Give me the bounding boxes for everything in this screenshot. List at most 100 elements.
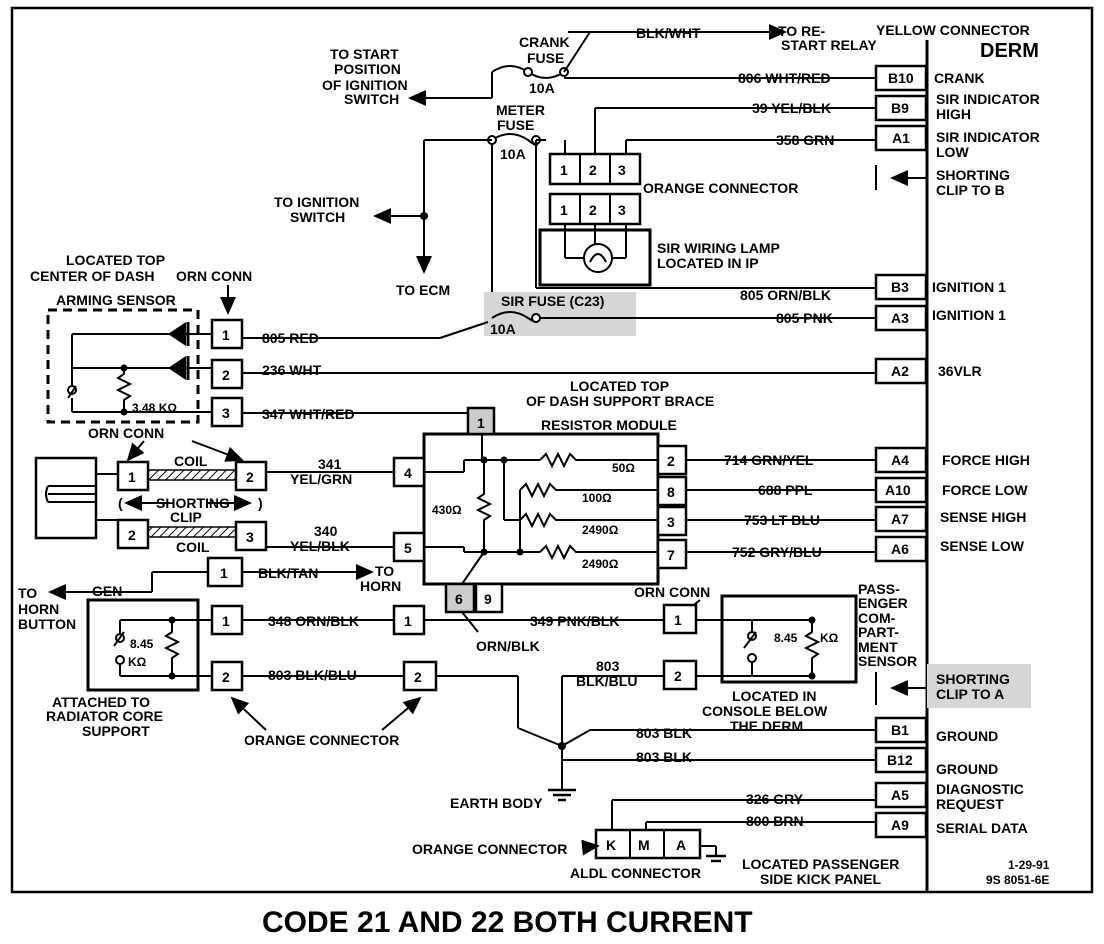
svg-text:SWITCH: SWITCH (344, 91, 399, 107)
svg-text:REQUEST: REQUEST (936, 796, 1004, 812)
svg-text:100Ω: 100Ω (582, 491, 612, 505)
svg-text:5: 5 (404, 540, 412, 556)
svg-text:7: 7 (667, 547, 675, 563)
svg-text:SIR INDICATOR: SIR INDICATOR (936, 91, 1040, 107)
svg-text:TO RE-: TO RE- (778, 23, 826, 39)
svg-text:1: 1 (560, 162, 568, 178)
svg-text:TO IGNITION: TO IGNITION (274, 194, 359, 210)
svg-text:800 BRN: 800 BRN (746, 813, 804, 829)
derm-pin: A2 (891, 363, 909, 379)
page-title: CODE 21 AND 22 BOTH CURRENT (262, 906, 753, 939)
derm-pin: A9 (891, 817, 909, 833)
svg-text:349 PNK/BLK: 349 PNK/BLK (530, 613, 619, 629)
svg-text:FORCE LOW: FORCE LOW (942, 482, 1028, 498)
derm-pin: A3 (891, 310, 909, 326)
svg-text:ORANGE CONNECTOR: ORANGE CONNECTOR (244, 732, 399, 748)
svg-text:10A: 10A (500, 146, 526, 162)
svg-text:3: 3 (618, 162, 626, 178)
svg-text:YEL/BLK: YEL/BLK (290, 538, 350, 554)
svg-text:SERIAL DATA: SERIAL DATA (936, 820, 1028, 836)
svg-text:HORN: HORN (18, 601, 59, 617)
svg-text:1: 1 (404, 613, 412, 629)
svg-text:3: 3 (618, 202, 626, 218)
svg-text:340: 340 (314, 523, 338, 539)
svg-text:1: 1 (128, 469, 136, 485)
svg-text:8.45: 8.45 (130, 637, 154, 651)
svg-text:FORCE HIGH: FORCE HIGH (942, 452, 1030, 468)
svg-text:803 BLK: 803 BLK (636, 725, 692, 741)
derm-pin: A6 (891, 541, 909, 557)
svg-text:3.48 KΩ: 3.48 KΩ (132, 401, 177, 415)
svg-text:RESISTOR MODULE: RESISTOR MODULE (541, 417, 677, 433)
svg-text:LOW: LOW (936, 144, 969, 160)
svg-text:2: 2 (128, 527, 136, 543)
svg-text:CRANK: CRANK (519, 34, 570, 50)
svg-text:OF IGNITION: OF IGNITION (322, 77, 408, 93)
revision-number: 9S 8051-6E (986, 873, 1049, 887)
derm-pin: A4 (891, 452, 909, 468)
svg-text:714 GRN/YEL: 714 GRN/YEL (724, 452, 814, 468)
svg-text:ORN/BLK: ORN/BLK (476, 638, 540, 654)
svg-text:ALDL CONNECTOR: ALDL CONNECTOR (570, 865, 701, 881)
svg-text:39 YEL/BLK: 39 YEL/BLK (752, 100, 831, 116)
svg-text:COIL: COIL (174, 453, 208, 469)
derm-pin: B12 (887, 752, 913, 768)
svg-text:ORANGE CONNECTOR: ORANGE CONNECTOR (412, 841, 567, 857)
svg-text:2: 2 (222, 367, 230, 383)
svg-text:805 RED: 805 RED (262, 330, 319, 346)
svg-text:6: 6 (455, 591, 463, 607)
svg-text:ATTACHED TO: ATTACHED TO (52, 694, 150, 710)
svg-text:PART-: PART- (858, 624, 899, 640)
svg-text:IGNITION 1: IGNITION 1 (932, 279, 1006, 295)
svg-text:SHORTING: SHORTING (156, 495, 230, 511)
svg-text:10A: 10A (490, 321, 516, 337)
svg-text:806 WHT/RED: 806 WHT/RED (738, 70, 831, 86)
svg-text:POSITION: POSITION (334, 61, 401, 77)
svg-text:2: 2 (222, 669, 230, 685)
derm-functions: CRANK SIR INDICATOR HIGH SIR INDICATOR L… (927, 70, 1040, 836)
svg-text:SWITCH: SWITCH (290, 209, 345, 225)
svg-text:CLIP: CLIP (170, 509, 202, 525)
svg-text:SENSE LOW: SENSE LOW (940, 538, 1025, 554)
svg-text:2: 2 (414, 669, 422, 685)
svg-text:SIDE KICK PANEL: SIDE KICK PANEL (760, 871, 882, 887)
svg-text:GROUND: GROUND (936, 728, 998, 744)
svg-text:CRANK: CRANK (934, 70, 985, 86)
svg-text:COM-: COM- (858, 610, 896, 626)
svg-text:2: 2 (589, 162, 597, 178)
derm-pin: B3 (891, 279, 909, 295)
svg-text:HIGH: HIGH (936, 106, 971, 122)
blk-wht-label: BLK/WHT (636, 25, 701, 41)
svg-text:SIR INDICATOR: SIR INDICATOR (936, 129, 1040, 145)
svg-text:430Ω: 430Ω (432, 503, 462, 517)
svg-text:3: 3 (246, 529, 254, 545)
svg-text:THE DERM: THE DERM (730, 718, 803, 734)
svg-text:50Ω: 50Ω (612, 461, 635, 475)
svg-text:2490Ω: 2490Ω (582, 523, 619, 537)
svg-text:K: K (606, 837, 616, 853)
shorting-clip-b-label: SHORTING (936, 167, 1010, 183)
svg-text:326 GRY: 326 GRY (746, 791, 804, 807)
svg-text:10A: 10A (529, 80, 555, 96)
svg-text:SUPPORT: SUPPORT (82, 723, 150, 739)
svg-text:START RELAY: START RELAY (781, 37, 877, 53)
svg-text:CLIP TO A: CLIP TO A (936, 686, 1004, 702)
svg-text:2490Ω: 2490Ω (582, 557, 619, 571)
derm-pin: B9 (891, 100, 909, 116)
svg-text:BUTTON: BUTTON (18, 616, 76, 632)
derm-pins: B10 B9 A1 B3 A3 A2 A4 A10 A7 A6 B1 B12 A… (874, 64, 928, 839)
derm-pin: B10 (888, 70, 914, 86)
svg-text:1: 1 (222, 327, 230, 343)
svg-text:SIR FUSE (C23): SIR FUSE (C23) (501, 293, 604, 309)
svg-text:3: 3 (667, 514, 675, 530)
svg-text:OF DASH SUPPORT BRACE: OF DASH SUPPORT BRACE (526, 393, 714, 409)
derm-title: DERM (980, 40, 1039, 62)
svg-text:1: 1 (220, 565, 228, 581)
svg-text:BLK/TAN: BLK/TAN (258, 565, 318, 581)
svg-text:MENT: MENT (858, 639, 898, 655)
svg-text:CLIP TO B: CLIP TO B (936, 182, 1005, 198)
svg-text:RADIATOR CORE: RADIATOR CORE (46, 708, 163, 724)
derm-connector-label: YELLOW CONNECTOR (876, 22, 1030, 38)
svg-text:ARMING SENSOR: ARMING SENSOR (56, 292, 176, 308)
